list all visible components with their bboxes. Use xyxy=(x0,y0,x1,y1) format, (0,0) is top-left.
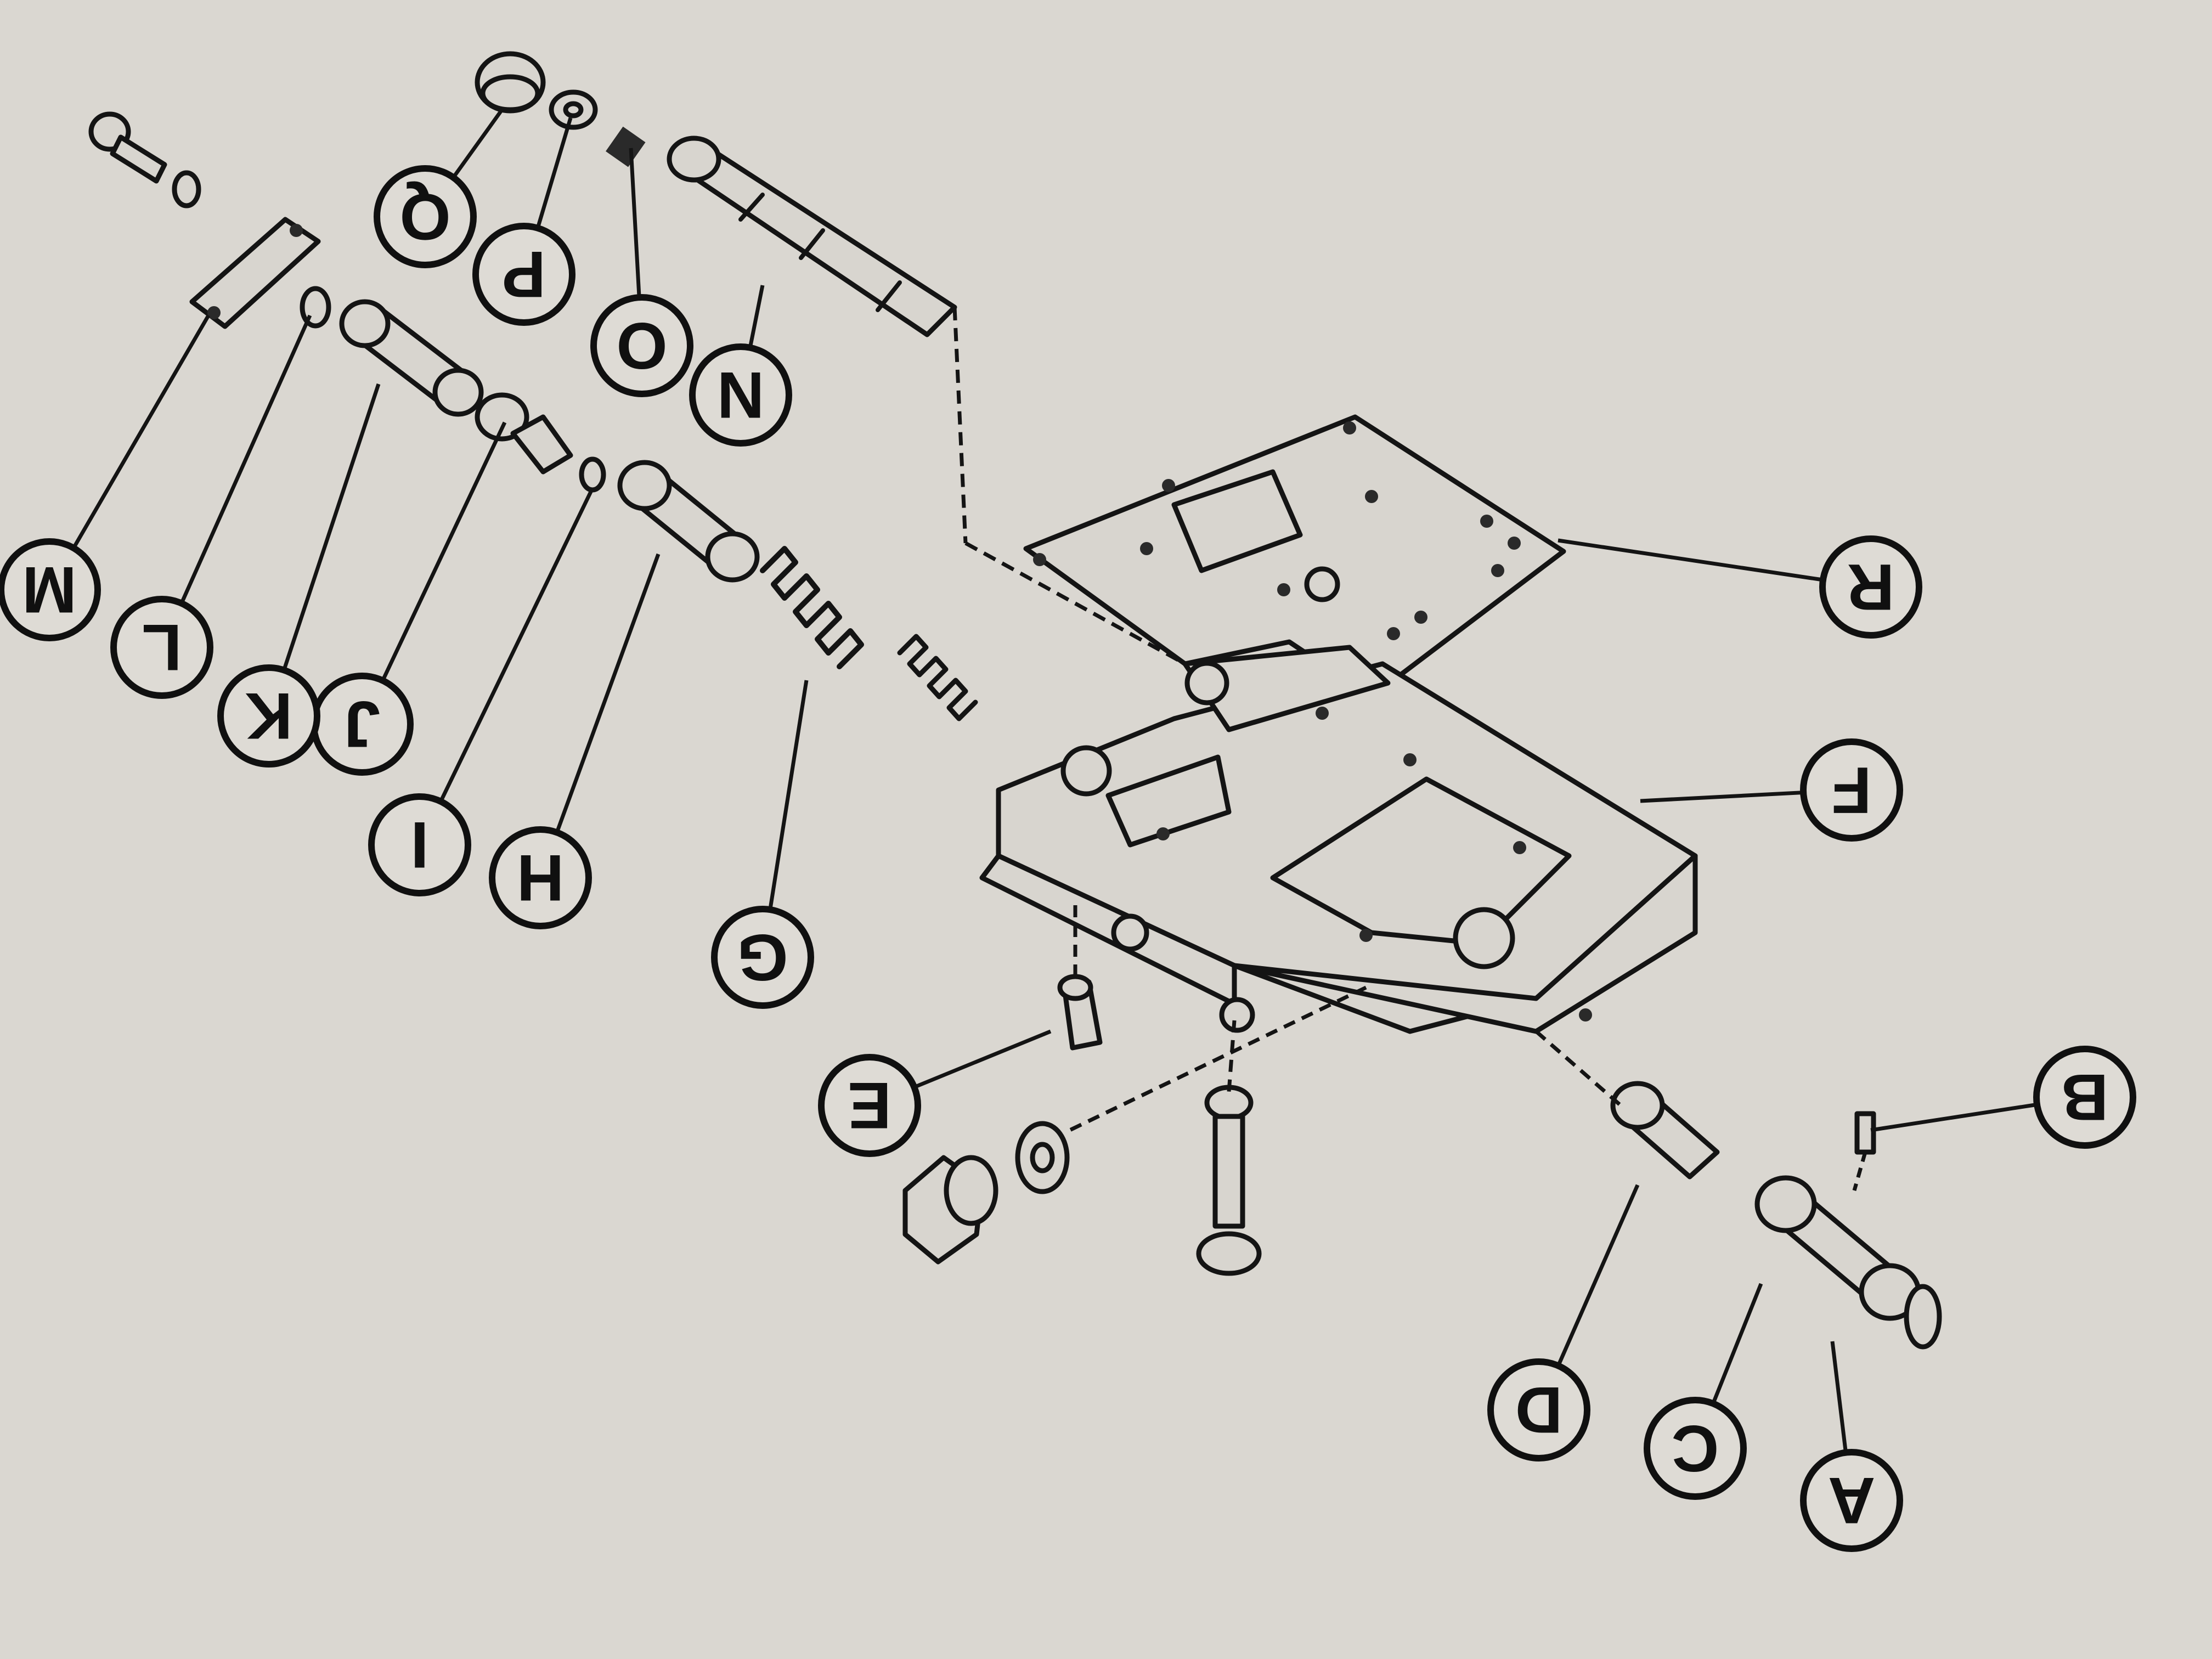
part-cap xyxy=(475,51,546,114)
part-small-plug xyxy=(606,126,646,167)
callout-leader-line xyxy=(179,314,312,605)
callout-i: I xyxy=(368,487,595,896)
callout-letter: F xyxy=(1831,753,1871,827)
callout-letter: E xyxy=(848,1069,891,1142)
callout-a: A xyxy=(1800,1341,1903,1552)
callout-letter: I xyxy=(410,808,428,882)
callout-circle xyxy=(1800,738,1903,842)
callout-o: O xyxy=(590,148,693,397)
part-bolt-washer xyxy=(172,170,201,208)
callout-leader-line xyxy=(1830,1341,1848,1453)
part-sleeve-bottom xyxy=(1754,1175,1921,1321)
callout-q: Q xyxy=(374,108,504,268)
callout-circle xyxy=(689,343,792,447)
part-bolt xyxy=(88,111,167,184)
callout-p: P xyxy=(472,117,575,326)
part-drain-plug xyxy=(902,1155,998,1265)
callout-letter: Q xyxy=(399,180,450,253)
part-valve-body xyxy=(979,645,1698,1034)
callout-leader-line xyxy=(748,285,765,348)
callout-letter: L xyxy=(142,611,182,684)
callout-leader-line xyxy=(282,383,381,671)
callout-d: D xyxy=(1487,1184,1640,1462)
callout-leader-line xyxy=(535,117,573,229)
callout-g: G xyxy=(711,680,814,1009)
callout-n: N xyxy=(689,285,792,447)
callout-letter: B xyxy=(2061,1060,2109,1134)
callout-m: M xyxy=(0,314,211,641)
callout-letter: D xyxy=(1515,1373,1563,1447)
part-pin xyxy=(1854,1111,1876,1155)
callout-letter: H xyxy=(517,841,565,915)
callout-b: B xyxy=(1870,1046,2136,1149)
callout-circle xyxy=(1644,1397,1747,1500)
callout-leader-line xyxy=(381,421,507,681)
callout-circle xyxy=(2033,1046,2136,1149)
part-threaded-plug xyxy=(475,392,573,475)
callout-leader-line xyxy=(1558,538,1824,582)
callout-leader-line xyxy=(1556,1184,1640,1367)
callout-k: K xyxy=(217,383,381,768)
callout-leader-line xyxy=(629,148,641,298)
callout-letter: A xyxy=(1828,1464,1876,1537)
callout-leader-line xyxy=(1870,1102,2038,1132)
callout-circle xyxy=(0,538,101,641)
callout-circle xyxy=(590,294,693,397)
callout-circle xyxy=(110,596,213,699)
callout-h: H xyxy=(489,553,661,929)
part-valve-plug xyxy=(1610,1081,1720,1180)
part-gasket xyxy=(1015,1121,1070,1194)
part-washer xyxy=(549,89,598,130)
callout-letter: N xyxy=(717,358,765,432)
callout-circle xyxy=(818,1054,921,1157)
callout-e: E xyxy=(818,1029,1052,1157)
callout-c: C xyxy=(1644,1283,1763,1500)
callout-letter: M xyxy=(22,553,77,627)
callout-letter: O xyxy=(616,309,667,382)
callout-circle xyxy=(1487,1358,1590,1462)
callout-leader-line xyxy=(439,487,595,803)
callout-leader-line xyxy=(768,680,809,910)
callout-letter: J xyxy=(344,687,381,761)
callout-leader-line xyxy=(452,108,504,179)
part-vertical-bolt xyxy=(1196,1085,1262,1276)
callout-letter: G xyxy=(737,921,788,994)
part-sleeve-upper xyxy=(339,299,484,417)
callout-letter: P xyxy=(502,238,546,311)
callout-circle xyxy=(1800,1449,1903,1552)
callout-leader-line xyxy=(72,314,211,549)
callout-circle xyxy=(1819,535,1922,639)
callout-circle xyxy=(472,223,575,326)
callout-circle xyxy=(368,793,471,896)
callout-letter: R xyxy=(1847,550,1895,624)
callout-j: J xyxy=(311,421,507,776)
callout-circle xyxy=(217,664,320,768)
part-springs xyxy=(760,546,978,721)
callout-letter: K xyxy=(245,679,293,753)
part-sleeve-lower xyxy=(617,460,760,583)
callout-leader-line xyxy=(913,1029,1052,1089)
callout-l: L xyxy=(110,314,312,699)
callout-r: R xyxy=(1558,535,1922,639)
callout-letter: C xyxy=(1672,1412,1719,1485)
callout-circle xyxy=(374,165,477,268)
assembly-guides xyxy=(952,307,1867,1191)
callout-circle xyxy=(711,906,814,1009)
callout-circle xyxy=(489,826,592,929)
part-small-ring xyxy=(579,456,606,493)
callout-leader-line xyxy=(1711,1283,1763,1404)
callout-leader-line xyxy=(555,553,661,833)
callout-leader-line xyxy=(1640,791,1804,803)
callout-f: F xyxy=(1640,738,1903,842)
part-end-cover xyxy=(189,217,321,329)
part-o-ring-bottom xyxy=(1904,1284,1942,1350)
